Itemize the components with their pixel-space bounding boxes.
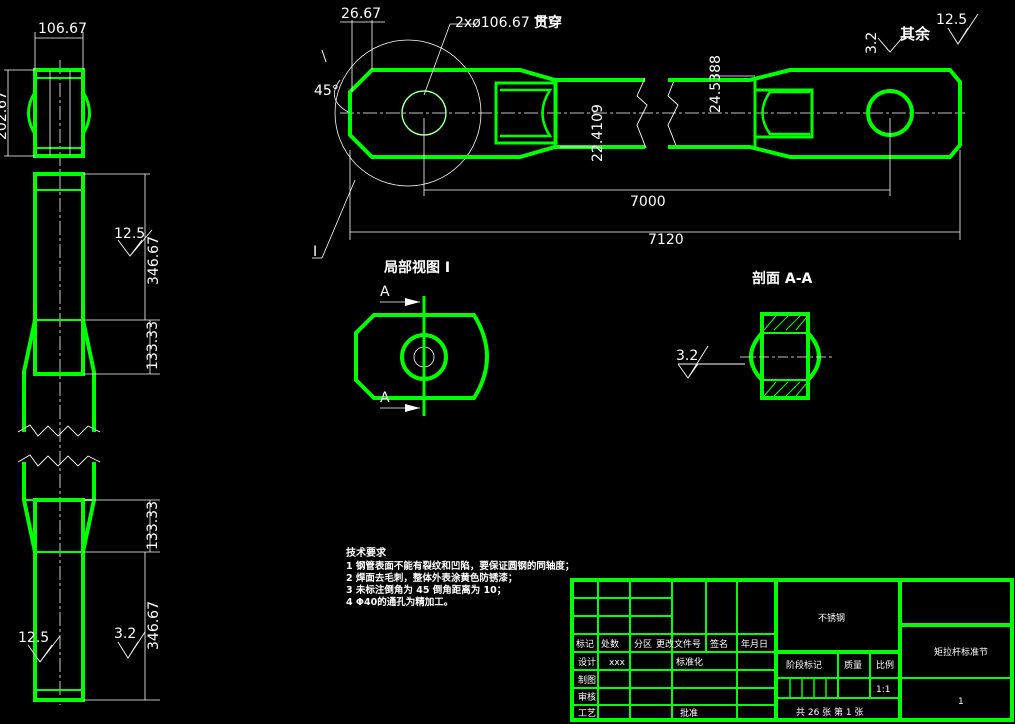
section-mark-bottom: A: [380, 390, 390, 406]
tb-weight: 质量: [844, 659, 862, 671]
holes-note: 贯穿: [534, 14, 562, 31]
left-width-dim: 106.67: [38, 21, 87, 37]
notes-title: 技术要求: [346, 546, 387, 559]
notes-line-1: 1 钢管表面不能有裂纹和凹陷，要保证圆钢的同轴度；: [346, 560, 574, 572]
left-roughness-bottom-right: 3.2: [114, 626, 136, 642]
tb-h-change: 更改文件号: [656, 638, 701, 650]
notes-line-3: 3 未标注倒角为 45 倒角距离为 10；: [346, 584, 506, 596]
tb-h-zone: 分区: [634, 639, 652, 650]
left-lower-length-dim: 346.67: [146, 601, 162, 650]
left-roughness-bottom-left: 12.5: [18, 630, 49, 646]
tb-review: 审核: [578, 691, 596, 703]
tb-h-mark: 标记: [576, 638, 594, 650]
left-view: 106.67 202.67 12.5 346.67 133.33 133.33 …: [0, 21, 162, 705]
tb-approve: 批准: [680, 707, 698, 719]
rough-corner: 12.5: [936, 12, 967, 28]
rough-global-note: 其余: [900, 25, 931, 43]
overall-length-dim: 7120: [648, 232, 684, 248]
notes-line-4: 4 Φ40的通孔为精加工。: [346, 596, 453, 608]
tb-standardize: 标准化: [676, 656, 703, 668]
slot-depth-dim: 22.4109: [590, 104, 606, 162]
tb-stage-mark: 阶段标记: [786, 659, 822, 671]
tb-h-count: 处数: [601, 638, 619, 650]
tb-scale-label: 比例: [876, 659, 894, 671]
tb-design: 设计: [578, 656, 596, 668]
title-block: 不锈钢 矩拉杆标准节 标记 处数 分区 更改文件号 签名 年月日 设计 xxx …: [570, 578, 1014, 722]
chamfer-dim: 45°: [314, 83, 339, 99]
section-mark-top: A: [380, 284, 390, 300]
notes-line-2: 2 焊面去毛刺，整体外表涂黄色防锈漆；: [346, 572, 517, 584]
view-mark: I: [313, 244, 317, 260]
offset-dim: 26.67: [341, 6, 381, 22]
top-view: 26.67 2xø106.67 贯穿 45° 7000 7120 I 22.41…: [312, 6, 979, 260]
tb-h-date: 年月日: [741, 638, 768, 650]
rough-global-value: 3.2: [864, 32, 880, 54]
section-aa: 剖面 A-A 3.2: [676, 270, 835, 400]
left-lower-transition-dim: 133.33: [145, 501, 161, 550]
section-title: 剖面 A-A: [752, 270, 813, 287]
section-roughness: 3.2: [676, 348, 698, 364]
left-upper-rod: [33, 172, 85, 376]
tb-sheet-count: 共 26 张 第 1 张: [796, 706, 863, 718]
tb-drawing-no: 1: [958, 697, 964, 707]
center-distance-dim: 7000: [630, 194, 666, 210]
left-roughness-top: 12.5: [114, 226, 145, 242]
slot-depth-right-dim: 24.5388: [708, 55, 724, 113]
local-view: 局部视图 I A A: [354, 259, 489, 416]
tb-material: 不锈钢: [818, 612, 845, 624]
left-top-height-dim: 202.67: [0, 91, 10, 140]
tb-process: 工艺: [578, 708, 596, 719]
tb-draw: 制图: [578, 674, 596, 686]
local-view-circle: [334, 39, 482, 187]
left-top-boss: [33, 68, 85, 158]
tb-scale: 1:1: [876, 685, 890, 695]
left-upper-length-dim: 346.67: [146, 236, 162, 285]
right-end-part: [668, 68, 962, 159]
tech-notes: 技术要求 1 钢管表面不能有裂纹和凹陷，要保证圆钢的同轴度； 2 焊面去毛刺，整…: [346, 546, 574, 608]
local-view-title: 局部视图 I: [384, 259, 450, 276]
tb-designer: xxx: [609, 658, 626, 668]
tb-part-name: 矩拉杆标准节: [934, 646, 988, 658]
left-upper-transition-dim: 133.33: [145, 321, 161, 370]
left-lower-rod: [33, 498, 85, 702]
left-end-part: [348, 68, 645, 159]
tb-h-sign: 签名: [710, 638, 728, 650]
holes-dim: 2xø106.67: [455, 15, 530, 31]
